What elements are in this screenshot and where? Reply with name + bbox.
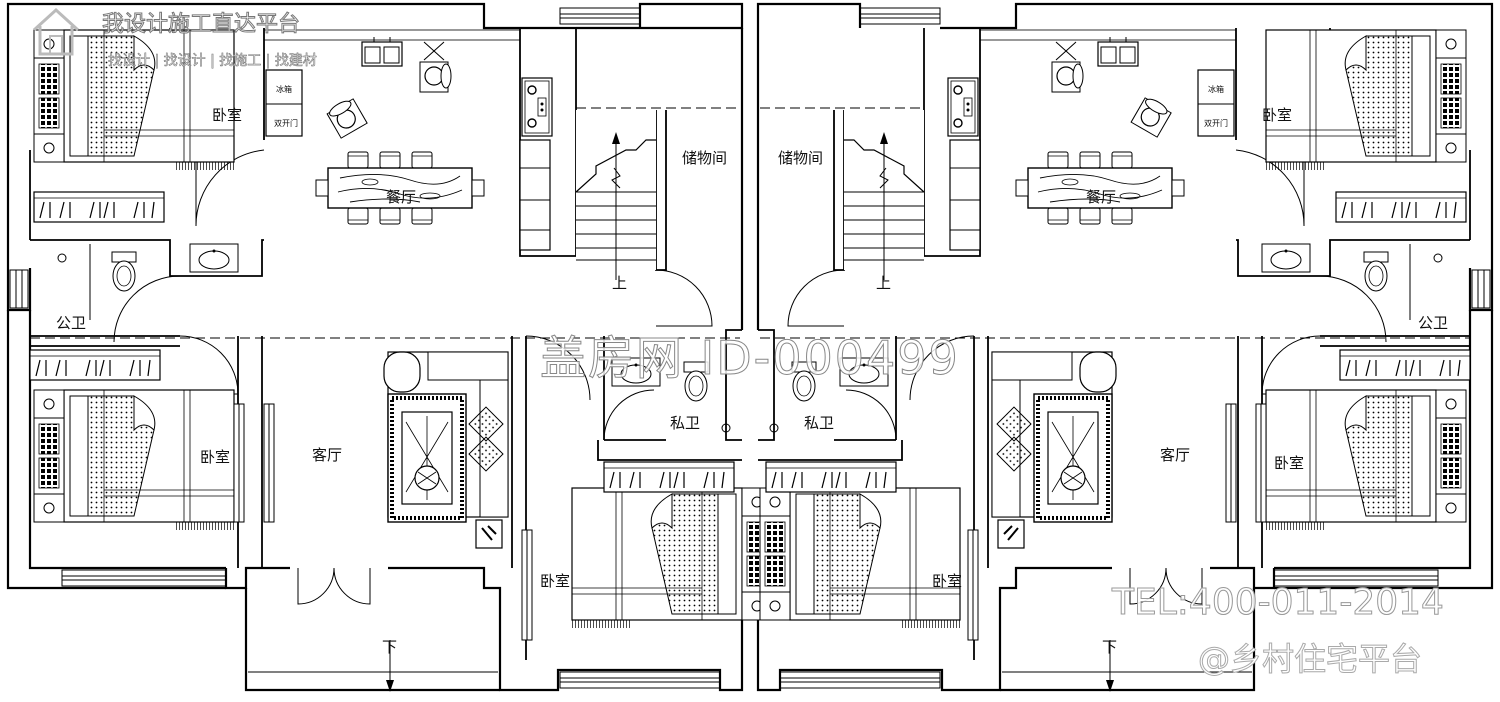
watermark-logo-title: 我设计施工直达平台 <box>101 12 301 38</box>
watermark-platform: @乡村住宅平台 <box>1197 640 1423 679</box>
room-label-living-left: 客厅 <box>312 446 343 464</box>
room-label-bedroom-right-top: 卧室 <box>1262 106 1293 124</box>
walls <box>6 2 1494 692</box>
double-door-label-right: 双开门 <box>1204 119 1228 128</box>
house-logo-icon <box>32 7 80 56</box>
room-label-bedroom-left-mid: 卧室 <box>200 448 231 466</box>
room-label-bedroom-left-top: 卧室 <box>212 106 243 124</box>
watermark-phone: TEL:400-011-2014 <box>1112 582 1445 624</box>
room-label-bedroom-left-bottom: 卧室 <box>540 572 571 590</box>
room-label-public-bath-right: 公卫 <box>1418 314 1449 332</box>
watermark-logo-subtitle: 找设计 | 找设计 | 找施工 | 找建材 <box>108 53 317 70</box>
room-label-storage-left: 储物间 <box>682 149 728 167</box>
stair-down-label-left: 下 <box>382 638 398 656</box>
stair-up-label-right: 上 <box>876 274 892 292</box>
fridge-label-right: 冰箱 <box>1208 85 1224 94</box>
room-label-storage-right: 储物间 <box>778 149 824 167</box>
room-label-bedroom-right-mid: 卧室 <box>1274 454 1305 472</box>
fridge-label-left: 冰箱 <box>276 85 292 94</box>
doors <box>113 149 1387 605</box>
stair-down-label-right: 下 <box>1102 638 1118 656</box>
room-label-dining-left: 餐厅 <box>386 188 417 206</box>
double-door-label-left: 双开门 <box>274 119 298 128</box>
windows <box>9 7 1491 689</box>
room-label-bedroom-right-bottom: 卧室 <box>932 572 963 590</box>
room-label-public-bath-left: 公卫 <box>56 314 87 332</box>
watermark-center-id: 盖房网 ID-000499 <box>540 331 960 386</box>
stair-up-label-left: 上 <box>612 274 628 292</box>
room-label-dining-right: 餐厅 <box>1086 188 1117 206</box>
room-label-living-right: 客厅 <box>1160 446 1191 464</box>
room-label-private-bath-right: 私卫 <box>804 414 835 432</box>
room-label-private-bath-left: 私卫 <box>670 414 701 432</box>
